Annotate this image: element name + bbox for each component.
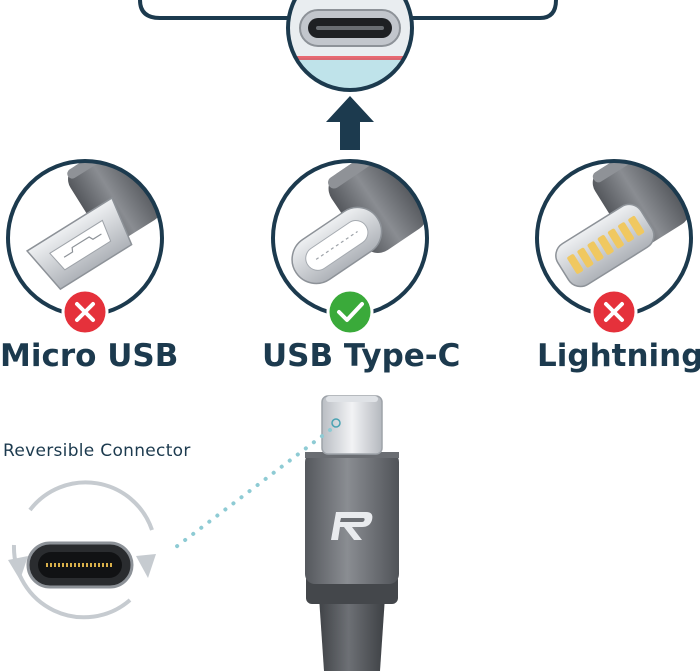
usb-c-cable bbox=[305, 395, 399, 671]
up-arrow-icon bbox=[326, 96, 374, 150]
lightning-illustration bbox=[535, 159, 693, 317]
reversible-connector-illustration bbox=[8, 480, 156, 620]
x-mark-icon bbox=[75, 302, 95, 322]
device-port-panel bbox=[138, 0, 558, 92]
lightning-reject-badge bbox=[590, 288, 638, 336]
reversible-connector-label: Reversible Connector bbox=[3, 441, 191, 461]
x-mark-icon bbox=[604, 302, 624, 322]
micro-usb-label: Micro USB bbox=[0, 338, 179, 374]
pointer-dots bbox=[170, 428, 332, 552]
micro-usb-illustration bbox=[6, 159, 164, 317]
lightning-label: Lightning bbox=[537, 338, 700, 374]
usb-type-c-accept-badge bbox=[326, 288, 374, 336]
brand-logo-icon bbox=[331, 512, 373, 540]
check-mark-icon bbox=[337, 302, 364, 322]
micro-usb-reject-badge bbox=[61, 288, 109, 336]
usb-type-c-label: USB Type-C bbox=[262, 338, 461, 374]
rotate-arrows-icon bbox=[8, 480, 156, 620]
